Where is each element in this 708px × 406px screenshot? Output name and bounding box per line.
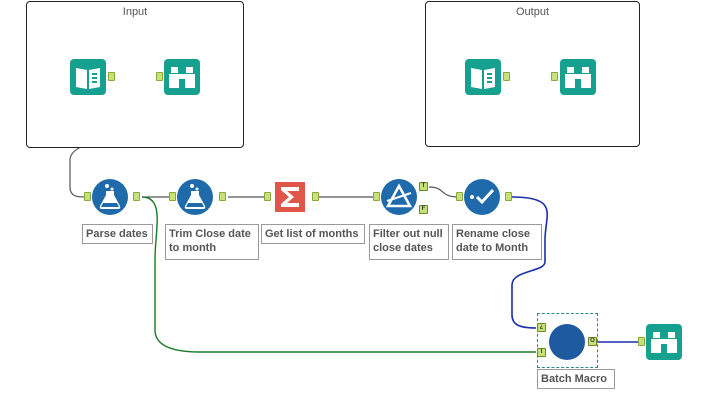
input-data-tool[interactable] xyxy=(70,59,106,95)
select-output-anchor[interactable] xyxy=(505,192,512,201)
summarize-input-anchor[interactable] xyxy=(264,192,271,201)
output-container[interactable]: Output xyxy=(425,1,640,147)
trim-close-date-output-anchor[interactable] xyxy=(219,192,226,201)
output-container-title: Output xyxy=(515,6,550,18)
browse-input-anchor[interactable] xyxy=(551,72,558,81)
parse-dates-annotation: Parse dates xyxy=(82,224,153,244)
select-annotation: Rename close date to Month xyxy=(452,224,542,260)
formula-tool-parse-dates[interactable] xyxy=(92,179,128,215)
connection-filter-true-to-select xyxy=(428,186,459,198)
filter-tool[interactable] xyxy=(381,179,417,215)
parse-dates-input-anchor[interactable] xyxy=(84,192,91,201)
input-data-book-icon xyxy=(465,59,501,95)
summarize-output-anchor[interactable] xyxy=(312,192,319,201)
trim-close-date-input-anchor[interactable] xyxy=(169,192,176,201)
macro-circle-icon xyxy=(549,324,585,360)
browse-binoculars-icon xyxy=(646,324,682,360)
filter-annotation: Filter out null close dates xyxy=(369,224,449,260)
batch-macro-input-anchor[interactable]: I xyxy=(537,348,546,357)
trim-close-date-annotation: Trim Close date to month xyxy=(165,224,259,260)
formula-flask-icon xyxy=(177,179,213,215)
browse-binoculars-icon xyxy=(164,59,200,95)
select-check-icon xyxy=(464,179,500,215)
connection-select-to-macro-control xyxy=(511,196,549,329)
summarize-tool[interactable] xyxy=(272,179,308,215)
browse-tool[interactable] xyxy=(646,324,682,360)
input-container[interactable]: Input xyxy=(26,1,244,148)
browse-input-anchor[interactable] xyxy=(638,337,645,346)
input-container-title: Input xyxy=(122,6,148,18)
batch-macro-control-anchor[interactable]: ¿ xyxy=(537,323,546,332)
formula-tool-trim-close-date[interactable] xyxy=(177,179,213,215)
select-input-anchor[interactable] xyxy=(456,192,463,201)
batch-macro-tool[interactable] xyxy=(549,324,585,360)
summarize-annotation: Get list of months xyxy=(261,224,365,244)
select-tool[interactable] xyxy=(464,179,500,215)
batch-macro-output-anchor[interactable]: O xyxy=(588,337,597,346)
filter-true-anchor[interactable]: T xyxy=(419,182,428,191)
filter-false-anchor[interactable]: F xyxy=(419,205,428,214)
browse-tool[interactable] xyxy=(560,59,596,95)
browse-input-anchor[interactable] xyxy=(156,72,163,81)
parse-dates-output-anchor[interactable] xyxy=(133,192,140,201)
filter-input-anchor[interactable] xyxy=(373,192,380,201)
browse-binoculars-icon xyxy=(560,59,596,95)
filter-triangle-icon xyxy=(381,179,417,215)
input-data-tool[interactable] xyxy=(465,59,501,95)
input-data-output-anchor[interactable] xyxy=(503,72,510,81)
summarize-sigma-icon xyxy=(275,182,305,212)
connection-parse-to-macro-input xyxy=(141,196,536,353)
batch-macro-selection-box[interactable] xyxy=(537,313,598,368)
input-data-output-anchor[interactable] xyxy=(108,72,115,81)
browse-tool[interactable] xyxy=(164,59,200,95)
input-data-book-icon xyxy=(70,59,106,95)
formula-flask-icon xyxy=(92,179,128,215)
batch-macro-annotation: Batch Macro xyxy=(537,369,615,389)
